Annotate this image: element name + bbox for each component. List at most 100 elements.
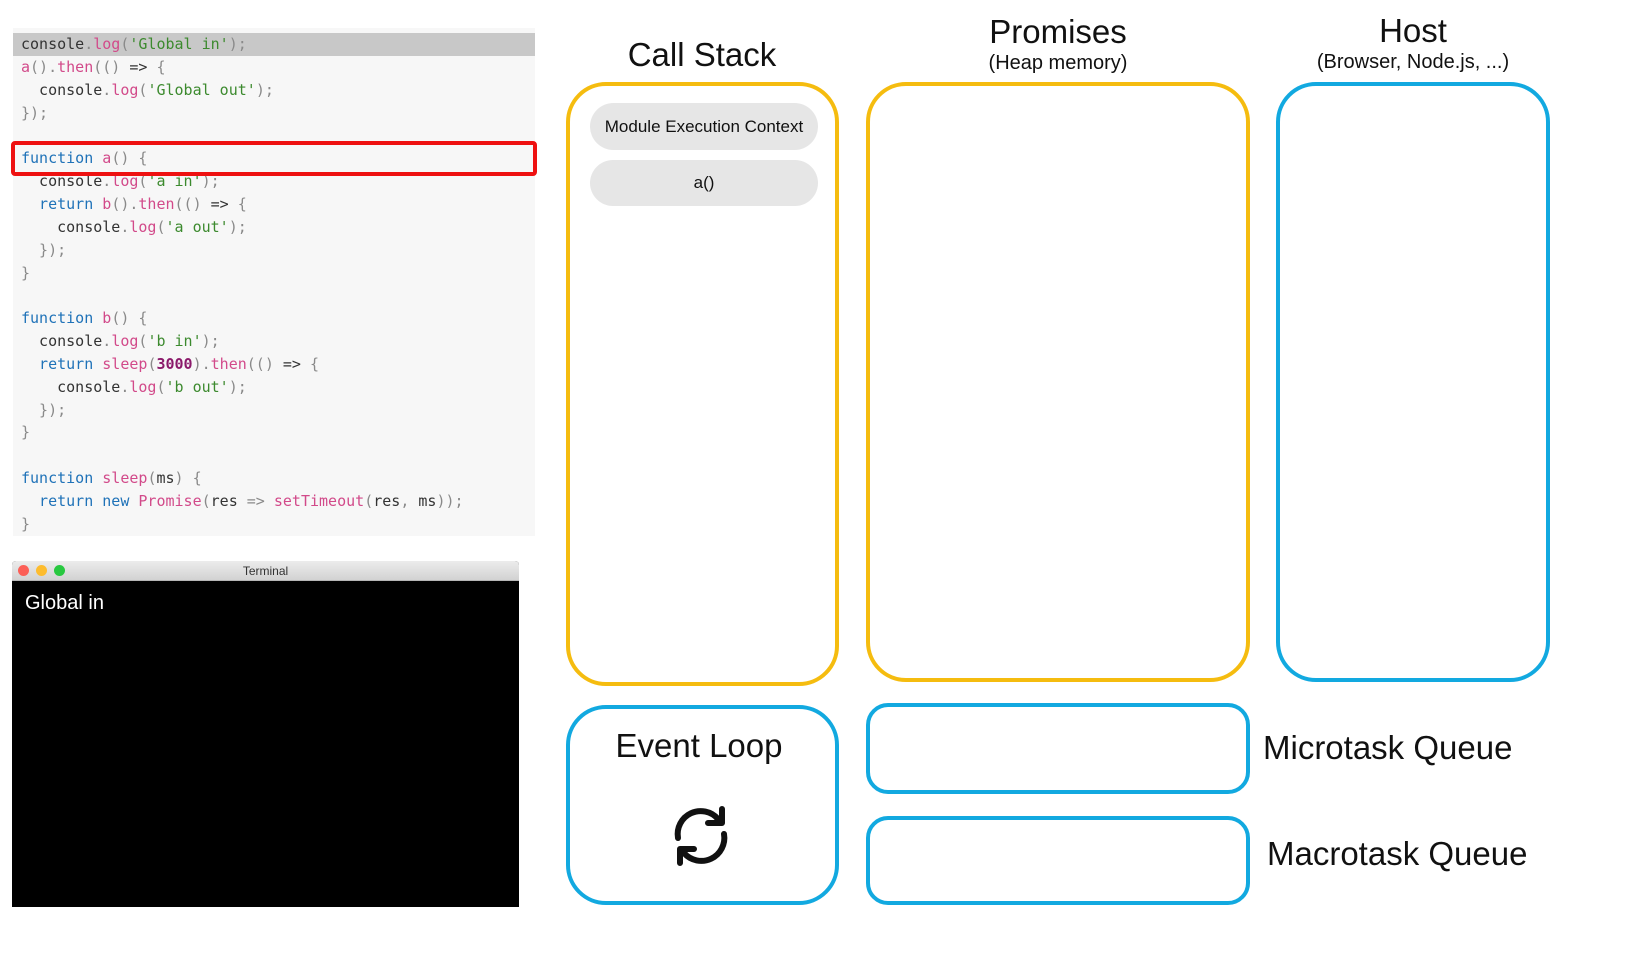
close-window-button[interactable] bbox=[18, 565, 29, 576]
stack-frame-a: a() bbox=[590, 160, 818, 206]
code-token: return bbox=[21, 354, 103, 373]
code-token: ( bbox=[156, 377, 166, 396]
code-line: return sleep(3000).then(() => { bbox=[13, 353, 535, 376]
promises-subtitle: (Heap memory) bbox=[988, 52, 1128, 74]
code-token: } bbox=[21, 514, 31, 533]
code-token: (). bbox=[111, 194, 139, 213]
call-stack-box bbox=[566, 82, 839, 686]
code-token: (() bbox=[93, 57, 130, 76]
code-token: console bbox=[21, 172, 103, 191]
code-token: { bbox=[300, 354, 320, 373]
code-token: log bbox=[111, 80, 139, 99]
code-token: res bbox=[373, 492, 401, 510]
code-token: => bbox=[282, 354, 301, 373]
code-token: => bbox=[210, 194, 229, 213]
terminal-title-bar: Terminal bbox=[12, 561, 519, 581]
minimize-window-button[interactable] bbox=[36, 565, 47, 576]
code-token: ms bbox=[418, 492, 437, 510]
code-line: function sleep(ms) { bbox=[13, 467, 535, 490]
code-line: }); bbox=[13, 102, 535, 125]
code-token: . bbox=[84, 35, 94, 53]
code-line: } bbox=[13, 262, 535, 285]
code-token: 'b in' bbox=[147, 332, 202, 351]
code-token: ); bbox=[255, 80, 274, 99]
code-token: log bbox=[129, 377, 157, 396]
code-token: (() bbox=[246, 354, 283, 373]
code-line: return new Promise(res => setTimeout(res… bbox=[13, 490, 535, 513]
code-token: ( bbox=[201, 492, 211, 510]
code-token: b bbox=[102, 309, 112, 328]
code-token: ( bbox=[147, 354, 157, 373]
macrotask-queue-label: Macrotask Queue bbox=[1267, 835, 1528, 872]
code-token: ); bbox=[201, 332, 220, 351]
code-token: { bbox=[147, 57, 166, 76]
code-line: a().then(() => { bbox=[13, 56, 535, 79]
code-token: . bbox=[102, 172, 112, 191]
code-token: ) { bbox=[174, 469, 202, 488]
code-token: => bbox=[129, 57, 148, 76]
code-token: b bbox=[102, 194, 112, 213]
code-token: . bbox=[102, 80, 112, 99]
code-token: then bbox=[57, 57, 94, 76]
host-title: Host bbox=[1379, 12, 1447, 49]
code-line: console.log('b in'); bbox=[13, 330, 535, 353]
code-token: ); bbox=[228, 377, 247, 396]
code-token: function bbox=[21, 149, 103, 168]
code-line: function a() { bbox=[13, 147, 535, 170]
code-line: return b().then(() => { bbox=[13, 193, 535, 216]
code-token: console bbox=[21, 80, 103, 99]
code-token: ( bbox=[147, 469, 157, 488]
code-token: } bbox=[21, 423, 31, 442]
event-loop-title: Event Loop bbox=[615, 727, 783, 764]
code-token: a bbox=[102, 149, 112, 168]
code-token: new bbox=[102, 492, 139, 510]
code-token: => bbox=[246, 492, 274, 510]
macrotask-queue-box bbox=[866, 816, 1250, 905]
code-token: , bbox=[400, 492, 419, 510]
code-token: ( bbox=[138, 80, 148, 99]
code-token: a bbox=[21, 57, 31, 76]
code-token: ( bbox=[138, 172, 148, 191]
code-line: } bbox=[13, 513, 535, 536]
code-token: sleep bbox=[102, 469, 148, 488]
code-token: 'b out' bbox=[165, 377, 229, 396]
code-token: . bbox=[120, 217, 130, 236]
code-token: }); bbox=[21, 240, 67, 259]
code-line: }); bbox=[13, 239, 535, 262]
code-line: console.log('Global in'); bbox=[13, 33, 535, 56]
code-line: console.log('a in'); bbox=[13, 170, 535, 193]
code-token: ); bbox=[228, 35, 247, 53]
code-token: console bbox=[21, 332, 103, 351]
code-token: ms bbox=[156, 469, 175, 488]
code-token: . bbox=[120, 377, 130, 396]
code-token: Promise bbox=[138, 492, 202, 510]
code-token: function bbox=[21, 469, 103, 488]
code-editor: console.log('Global in');a().then(() => … bbox=[13, 28, 535, 536]
maximize-window-button[interactable] bbox=[54, 565, 65, 576]
code-token: ( bbox=[364, 492, 374, 510]
code-token: () { bbox=[111, 309, 148, 328]
code-token: }); bbox=[21, 103, 49, 122]
code-token: log bbox=[111, 172, 139, 191]
code-token: () { bbox=[111, 149, 148, 168]
promises-title: Promises bbox=[989, 13, 1127, 50]
code-token: sleep bbox=[102, 354, 148, 373]
code-token: ( bbox=[156, 217, 166, 236]
code-token: return bbox=[21, 194, 103, 213]
terminal-window: Terminal Global in bbox=[12, 561, 519, 907]
code-token: (() bbox=[174, 194, 211, 213]
code-token: 'a in' bbox=[147, 172, 202, 191]
code-token: log bbox=[93, 35, 121, 53]
code-token: )); bbox=[436, 492, 464, 510]
code-line: console.log('Global out'); bbox=[13, 79, 535, 102]
code-line bbox=[13, 444, 535, 467]
code-line: } bbox=[13, 421, 535, 444]
code-token: console bbox=[21, 217, 121, 236]
code-token: (). bbox=[30, 57, 58, 76]
code-token: console bbox=[21, 377, 121, 396]
code-token: . bbox=[102, 332, 112, 351]
code-line bbox=[13, 284, 535, 307]
microtask-queue-label: Microtask Queue bbox=[1263, 729, 1513, 766]
code-token: then bbox=[138, 194, 175, 213]
stack-frame-module: Module Execution Context bbox=[590, 103, 818, 150]
